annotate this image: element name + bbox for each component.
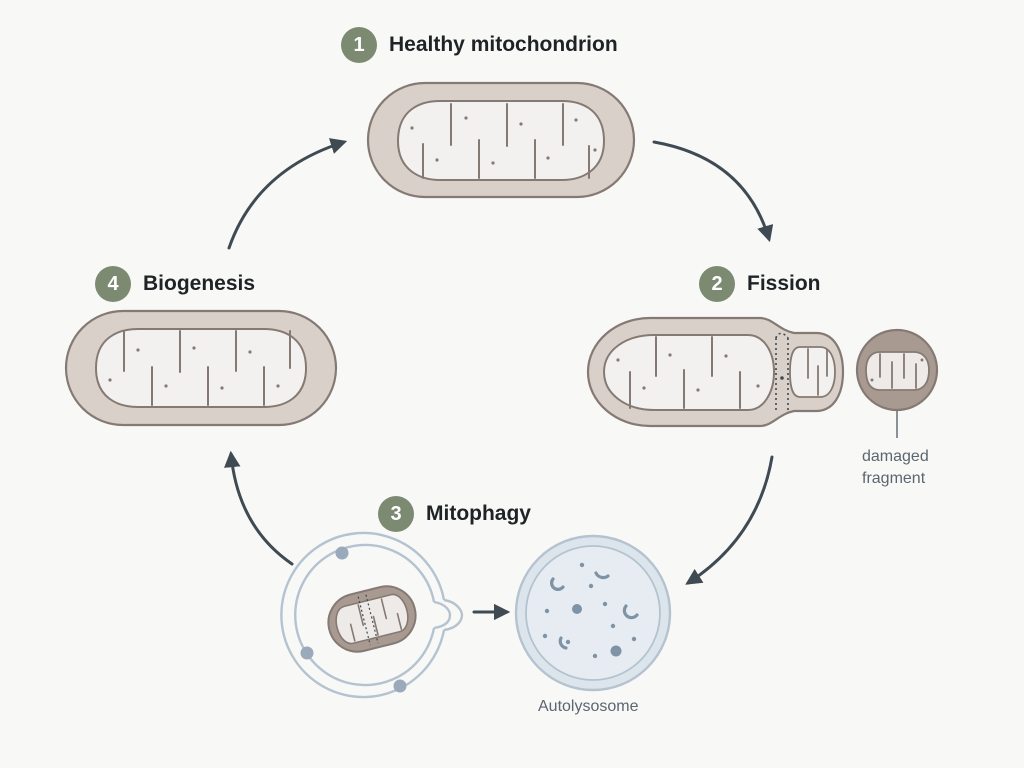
autolysosome [514, 534, 672, 692]
step-4-label: Biogenesis [143, 272, 256, 295]
step-3-title: 3 Mitophagy [378, 496, 531, 532]
damaged-label-line-2: fragment [862, 470, 926, 487]
step-2-title: 2 Fission [699, 266, 821, 302]
step-3-label: Mitophagy [426, 502, 531, 525]
fission-mitochondrion [586, 316, 845, 428]
biogenesis-mitochondrion [64, 309, 338, 427]
step-2-label: Fission [747, 272, 821, 295]
damaged-fragment [855, 328, 939, 438]
autophagosome [280, 531, 464, 699]
step-4-badge: 4 [95, 266, 131, 302]
autolysosome-label: Autolysosome [538, 698, 639, 715]
step-3-badge: 3 [378, 496, 414, 532]
arrow-healthy-to-fission [652, 140, 774, 243]
step-2-badge: 2 [699, 266, 735, 302]
step-1-title: 1 Healthy mitochondrion [341, 27, 618, 63]
cycle-arrows [224, 138, 774, 621]
arrow-biogenesis-to-healthy [227, 138, 348, 250]
step-1-label: Healthy mitochondrion [389, 33, 618, 56]
healthy-mitochondrion [366, 81, 636, 199]
arrow-mitophagy-to-biogenesis [224, 450, 294, 566]
arrow-fission-to-autolysosome [685, 455, 774, 585]
step-4-title: 4 Biogenesis [95, 266, 255, 302]
damaged-label-line-1: damaged [862, 448, 929, 465]
step-1-badge: 1 [341, 27, 377, 63]
damaged-fragment-label: damaged fragment [862, 446, 929, 490]
